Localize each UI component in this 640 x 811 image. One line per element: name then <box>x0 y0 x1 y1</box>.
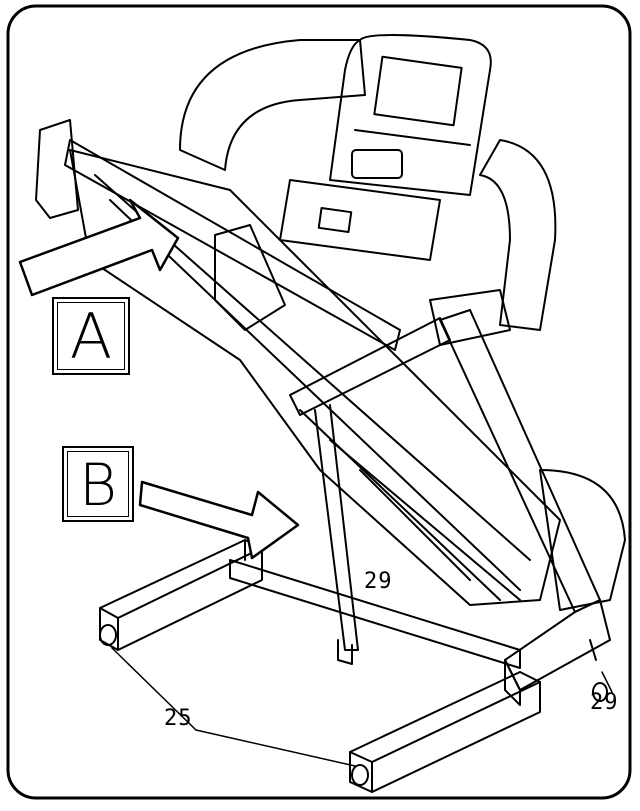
arrow-b <box>138 480 300 560</box>
handrails <box>179 39 557 346</box>
callout-a-box: A <box>52 297 130 375</box>
crossbar <box>64 139 451 665</box>
upright-frame <box>439 309 611 706</box>
motor-hood <box>539 469 626 611</box>
arrow-a <box>18 198 180 297</box>
leader-25-upper <box>111 647 197 731</box>
callout-b-inner-border <box>67 451 129 517</box>
outer-border <box>6 4 632 800</box>
console <box>279 34 492 261</box>
leader-25-lower <box>195 729 356 767</box>
leader-29-right <box>601 671 613 693</box>
side-blocks <box>35 119 286 331</box>
base-frame <box>99 539 541 793</box>
callout-a-letter: A <box>69 300 113 373</box>
part-number-29-right: 29 <box>590 690 619 715</box>
callout-b-letter: B <box>79 451 117 519</box>
part-number-25: 25 <box>164 706 193 731</box>
callout-a-inner-border <box>57 302 125 370</box>
part-number-29-center: 29 <box>364 569 393 594</box>
callout-b-box: B <box>62 446 134 522</box>
